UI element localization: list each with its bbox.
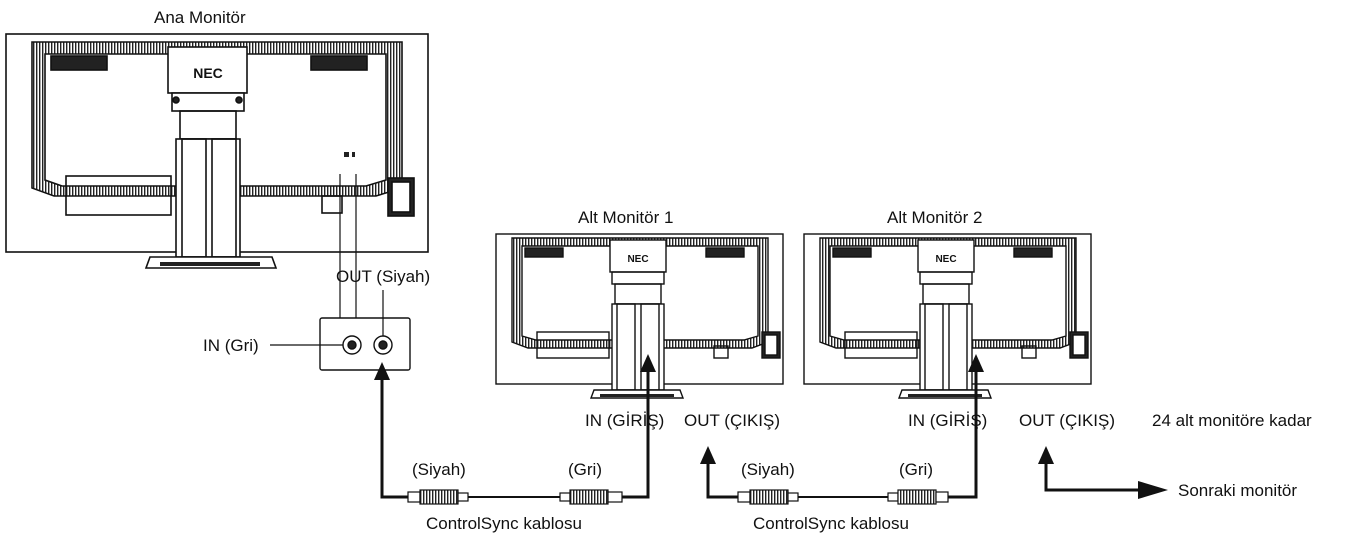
sub2-out-label: OUT (ÇIKIŞ) xyxy=(1019,411,1116,430)
cable-1-right-run xyxy=(622,368,650,499)
sub-monitor-1-title: Alt Monitör 1 xyxy=(578,208,674,227)
arrow-up-main-out xyxy=(374,362,390,380)
plug-black-1 xyxy=(407,489,560,505)
sub1-in-label: IN (GİRİŞ) xyxy=(585,411,665,430)
cable1-name-label: ControlSync kablosu xyxy=(426,514,582,533)
cable-2-left-run xyxy=(706,462,738,499)
next-monitor-label: Sonraki monitör xyxy=(1178,481,1298,500)
sub1-out-label: OUT (ÇIKIŞ) xyxy=(684,411,781,430)
connector-callout xyxy=(339,174,357,318)
cable2-black-label: (Siyah) xyxy=(741,460,795,479)
sub2-in-label: IN (GİRİŞ) xyxy=(908,411,988,430)
arrow-up-sub2-out xyxy=(1038,446,1054,464)
main-monitor xyxy=(5,33,429,269)
arrow-up-sub1-out xyxy=(700,446,716,464)
cable1-gray-label: (Gri) xyxy=(568,460,602,479)
main-monitor-title: Ana Monitör xyxy=(154,8,246,27)
sub-monitor-2-title: Alt Monitör 2 xyxy=(887,208,983,227)
cable-1 xyxy=(407,489,623,505)
arrow-up-sub2-in xyxy=(968,354,984,372)
cable1-black-label: (Siyah) xyxy=(412,460,466,479)
cable2-gray-label: (Gri) xyxy=(899,460,933,479)
connector-panel xyxy=(319,317,411,371)
plug-gray-2 xyxy=(887,489,949,505)
arrow-right-next xyxy=(1138,481,1168,499)
next-monitor-run xyxy=(1044,462,1140,492)
plug-black-2 xyxy=(737,489,888,505)
sub-monitor-1 xyxy=(495,233,784,399)
out-black-label: OUT (Siyah) xyxy=(336,267,431,286)
in-gray-label: IN (Gri) xyxy=(203,336,259,355)
cable-2-right-run xyxy=(948,368,978,499)
arrow-up-sub1-in xyxy=(640,354,656,372)
sub-monitor-2-brand: NEC xyxy=(935,254,956,265)
cable2-name-label: ControlSync kablosu xyxy=(753,514,909,533)
cable-2 xyxy=(737,489,949,505)
main-monitor-brand: NEC xyxy=(193,65,223,81)
sub-monitor-1-brand: NEC xyxy=(627,254,648,265)
sub-monitor-2 xyxy=(803,233,1092,399)
plug-gray-1 xyxy=(559,489,623,505)
up-to-24-label: 24 alt monitöre kadar xyxy=(1152,411,1312,430)
cable-1-left-run xyxy=(380,378,408,499)
